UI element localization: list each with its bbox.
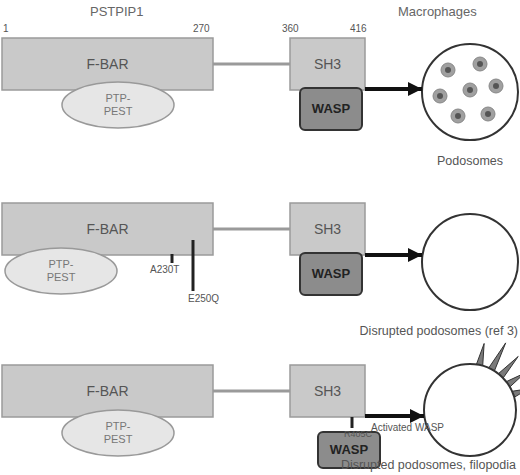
podosome-dot: [473, 57, 487, 71]
node-label: F-BAR: [87, 56, 129, 72]
cell-caption: Disrupted podosomes, filopodia: [341, 458, 516, 472]
cell-caption: Podosomes: [437, 154, 503, 168]
node-label: F-BAR: [87, 221, 129, 237]
text-holder: WASP: [300, 253, 362, 295]
cell-outline: [422, 44, 518, 140]
text-holder: PTP-PEST: [62, 410, 174, 456]
node-label: WASP: [312, 102, 350, 117]
podosome-core: [493, 83, 499, 89]
node-label: WASP: [330, 443, 368, 458]
effect-arrow: [365, 87, 422, 91]
binding-partner-ellipse: PTP-PEST: [62, 82, 174, 128]
ellipse-outline: [62, 410, 174, 456]
cell-circle: Disrupted podosomes, filopodia: [424, 364, 516, 456]
partner-box: WASP: [300, 253, 362, 295]
domain-box: F-BAR: [2, 203, 213, 255]
node-label: PTP-PEST: [98, 92, 138, 117]
residue-number: 270: [193, 23, 210, 34]
ellipse-outline: [5, 248, 117, 294]
podosome-core: [445, 67, 451, 73]
domain-box: F-BAR: [2, 365, 213, 417]
domain-box: SH3: [290, 38, 365, 90]
text-holder: SH3: [290, 38, 365, 90]
linker-line: [213, 228, 290, 231]
mutation-tick: [351, 417, 354, 428]
shape-outline: [424, 364, 516, 456]
box-outline: [290, 203, 365, 255]
text-holder: F-BAR: [2, 203, 213, 255]
cell-outline: [422, 214, 518, 310]
node-label: SH3: [314, 56, 341, 72]
partner-box: WASP: [300, 88, 362, 130]
linker-line: [213, 63, 290, 66]
cell-outline: [424, 364, 516, 456]
podosome-dot: [433, 89, 447, 103]
podosome-core: [455, 113, 461, 119]
node-label: WASP: [312, 267, 350, 282]
box-outline: [290, 365, 365, 417]
mutation-label: A230T: [150, 264, 179, 275]
residue-number: 416: [350, 23, 367, 34]
box-outline: [300, 253, 362, 295]
node-label: SH3: [314, 383, 341, 399]
box-outline: [300, 88, 362, 130]
podosome-dot: [489, 79, 503, 93]
box-outline: [2, 365, 213, 417]
node-label: PTP-PEST: [41, 258, 81, 283]
text-holder: PTP-PEST: [5, 248, 117, 294]
filopodium: [498, 356, 518, 378]
node-label: PTP-PEST: [98, 420, 138, 445]
box-outline: [2, 203, 213, 255]
mutation-label: R405C: [344, 429, 372, 439]
domain-box: SH3: [290, 365, 365, 417]
podosome-core: [485, 111, 491, 117]
text-holder: WASP: [300, 88, 362, 130]
box-outline: [290, 38, 365, 90]
node-label: F-BAR: [87, 383, 129, 399]
cell-circle: Disrupted podosomes (ref 3): [422, 214, 518, 310]
column-heading: PSTPIP1: [90, 4, 143, 19]
effect-arrow: [365, 414, 424, 418]
binding-partner-ellipse: PTP-PEST: [62, 410, 174, 456]
mutation-label: E250Q: [188, 293, 219, 304]
filopodium: [489, 343, 506, 371]
text-holder: F-BAR: [2, 365, 213, 417]
podosome-dot: [481, 107, 495, 121]
shape-outline: [422, 44, 518, 140]
podosome-core: [437, 93, 443, 99]
node-label: SH3: [314, 221, 341, 237]
text-holder: SH3: [290, 365, 365, 417]
arrow-label: Activated WASP: [371, 422, 444, 433]
podosome-dot: [451, 109, 465, 123]
residue-number: 360: [282, 23, 299, 34]
podosome-core: [467, 87, 473, 93]
ellipse-outline: [62, 82, 174, 128]
residue-number: 1: [3, 23, 9, 34]
text-holder: SH3: [290, 203, 365, 255]
linker-line: [213, 390, 290, 393]
domain-box: SH3: [290, 203, 365, 255]
podosome-dot: [463, 83, 477, 97]
effect-arrow: [365, 253, 422, 257]
podosome-dot: [441, 63, 455, 77]
cell-circle: Podosomes: [422, 44, 518, 140]
filopodium: [476, 343, 484, 365]
cell-caption: Disrupted podosomes (ref 3): [360, 324, 518, 338]
shape-outline: [422, 214, 518, 310]
column-heading: Macrophages: [398, 4, 477, 19]
binding-partner-ellipse: PTP-PEST: [5, 248, 117, 294]
text-holder: PTP-PEST: [62, 82, 174, 128]
podosome-core: [477, 61, 483, 67]
